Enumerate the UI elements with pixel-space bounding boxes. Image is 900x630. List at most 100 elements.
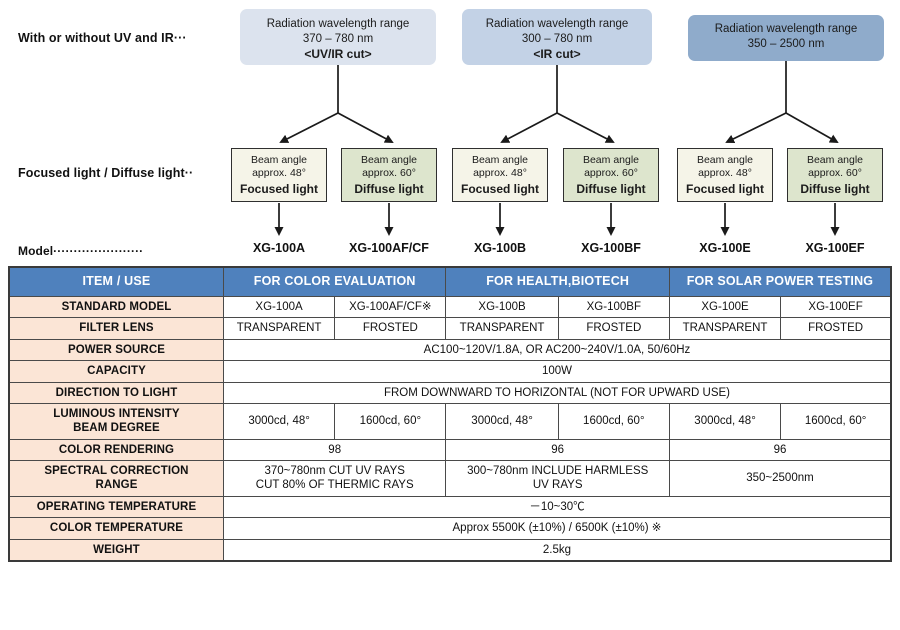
wavelength-box-title: Radiation wavelength range	[714, 23, 858, 35]
table-row-filter-lens: FILTER LENS TRANSPARENT FROSTED TRANSPAR…	[8, 317, 892, 340]
cell-color-temperature: Approx 5500K (±10%) / 6500K (±10%) ※	[222, 517, 892, 540]
header-item-use: ITEM / USE	[8, 266, 224, 297]
cell-capacity: 100W	[222, 360, 892, 383]
cell-luminous-1: 3000cd, 48°	[222, 402, 336, 440]
wavelength-box-title: Radiation wavelength range	[485, 18, 629, 30]
rowhead-line2: BEAM DEGREE	[73, 422, 160, 435]
cell-spectral-1-line2: CUT 80% OF THERMIC RAYS	[255, 479, 414, 492]
cell-spectral-1: 370~780nm CUT UV RAYS CUT 80% OF THERMIC…	[222, 460, 447, 497]
cell-operating-temperature: －10~30℃	[222, 495, 892, 519]
cell-luminous-4: 1600cd, 60°	[557, 402, 670, 440]
cell-weight: 2.5kg	[222, 538, 892, 562]
rowhead-line1: LUMINOUS INTENSITY	[53, 407, 180, 420]
beam-box-diffuse-2: Beam angle approx. 60° Diffuse light	[563, 148, 659, 202]
beam-angle-label: Beam angle	[696, 154, 754, 166]
cell-filter-lens-3: TRANSPARENT	[445, 317, 559, 340]
cell-standard-model-2: XG-100AF/CF※	[334, 295, 447, 319]
specification-table: ITEM / USE FOR COLOR EVALUATION FOR HEAL…	[8, 266, 892, 562]
cell-spectral-2-line2: UV RAYS	[532, 479, 583, 492]
header-group-health-biotech: FOR HEALTH,BIOTECH	[445, 266, 670, 297]
wavelength-box-ir-cut: Radiation wavelength range 300 – 780 nm …	[462, 9, 652, 65]
wavelength-box-title: Radiation wavelength range	[266, 18, 410, 30]
wavelength-box-uv-ir-cut: Radiation wavelength range 370 – 780 nm …	[240, 9, 436, 65]
beam-angle-label: Beam angle	[471, 154, 529, 166]
row-label-focused-diffuse: Focused light / Diffuse light··	[18, 166, 194, 180]
rowhead-spectral-correction: SPECTRAL CORRECTION RANGE	[8, 460, 224, 497]
rowhead-color-rendering: COLOR RENDERING	[8, 438, 224, 462]
cell-spectral-1-line1: 370~780nm CUT UV RAYS	[264, 465, 405, 477]
cell-luminous-3: 3000cd, 48°	[445, 402, 559, 440]
rowhead-standard-model: STANDARD MODEL	[8, 295, 224, 319]
beam-angle-value: approx. 60°	[808, 167, 862, 180]
specification-table-container: ITEM / USE FOR COLOR EVALUATION FOR HEAL…	[8, 266, 892, 562]
beam-angle-label: Beam angle	[250, 154, 308, 166]
cell-standard-model-3: XG-100B	[445, 295, 559, 319]
cell-spectral-2-line1: 300~780nm INCLUDE HARMLESS	[467, 465, 649, 477]
rowhead-luminous-intensity: LUMINOUS INTENSITY BEAM DEGREE	[8, 402, 224, 440]
cell-color-rendering-3: 96	[668, 438, 892, 462]
cell-spectral-3: 350~2500nm	[668, 460, 892, 497]
product-tree-diagram: With or without UV and IR··· Focused lig…	[0, 0, 900, 265]
table-row-capacity: CAPACITY 100W	[8, 360, 892, 383]
rowhead-color-temperature: COLOR TEMPERATURE	[8, 517, 224, 540]
cell-power-source: AC100~120V/1.8A, OR AC200~240V/1.0A, 50/…	[222, 338, 892, 362]
table-row-direction-to-light: DIRECTION TO LIGHT FROM DOWNWARD TO HORI…	[8, 381, 892, 404]
beam-angle-value: approx. 48°	[473, 167, 527, 180]
cell-color-rendering-1: 98	[222, 438, 447, 462]
cell-filter-lens-4: FROSTED	[557, 317, 670, 340]
beam-type: Diffuse light	[576, 181, 646, 196]
beam-angle-value: approx. 60°	[362, 167, 416, 180]
cell-color-rendering-2: 96	[445, 438, 670, 462]
rowhead-line2: RANGE	[95, 479, 138, 492]
beam-angle-value: approx. 60°	[584, 167, 638, 180]
wavelength-box-range: 370 – 780 nm	[302, 33, 374, 46]
beam-type: Diffuse light	[800, 181, 870, 196]
header-group-solar-power: FOR SOLAR POWER TESTING	[668, 266, 892, 297]
row-label-uv-ir: With or without UV and IR···	[18, 31, 187, 45]
model-name-5: XG-100E	[699, 241, 751, 255]
cell-spectral-2: 300~780nm INCLUDE HARMLESS UV RAYS	[445, 460, 670, 497]
model-name-3: XG-100B	[473, 241, 527, 255]
cell-filter-lens-6: FROSTED	[780, 317, 892, 340]
table-row-luminous-intensity: LUMINOUS INTENSITY BEAM DEGREE 3000cd, 4…	[8, 402, 892, 440]
rowhead-capacity: CAPACITY	[8, 360, 224, 383]
cell-standard-model-1: XG-100A	[222, 295, 336, 319]
beam-box-focused-3: Beam angle approx. 48° Focused light	[677, 148, 773, 202]
cell-luminous-5: 3000cd, 48°	[668, 402, 782, 440]
beam-box-focused-2: Beam angle approx. 48° Focused light	[452, 148, 548, 202]
wavelength-box-range: 350 – 2500 nm	[747, 38, 825, 51]
wavelength-box-cut: <UV/IR cut>	[304, 47, 372, 62]
table-row-operating-temperature: OPERATING TEMPERATURE －10~30℃	[8, 495, 892, 519]
wavelength-box-cut: <IR cut>	[533, 47, 581, 62]
rowhead-direction-to-light: DIRECTION TO LIGHT	[8, 381, 224, 404]
cell-luminous-6: 1600cd, 60°	[780, 402, 892, 440]
rowhead-line1: SPECTRAL CORRECTION	[44, 465, 189, 477]
table-row-color-temperature: COLOR TEMPERATURE Approx 5500K (±10%) / …	[8, 517, 892, 540]
model-name-4: XG-100BF	[581, 241, 641, 255]
rowhead-power-source: POWER SOURCE	[8, 338, 224, 362]
beam-type: Focused light	[240, 181, 318, 196]
beam-type: Diffuse light	[354, 181, 424, 196]
rowhead-operating-temperature: OPERATING TEMPERATURE	[8, 495, 224, 519]
beam-box-diffuse-3: Beam angle approx. 60° Diffuse light	[787, 148, 883, 202]
wavelength-box-full-spectrum: Radiation wavelength range 350 – 2500 nm	[688, 15, 884, 61]
cell-filter-lens-1: TRANSPARENT	[222, 317, 336, 340]
beam-angle-value: approx. 48°	[252, 167, 306, 180]
cell-filter-lens-5: TRANSPARENT	[668, 317, 782, 340]
table-header-row: ITEM / USE FOR COLOR EVALUATION FOR HEAL…	[8, 266, 892, 297]
cell-direction-to-light: FROM DOWNWARD TO HORIZONTAL (NOT FOR UPW…	[222, 381, 892, 404]
rowhead-weight: WEIGHT	[8, 538, 224, 562]
beam-type: Focused light	[686, 181, 764, 196]
rowhead-filter-lens: FILTER LENS	[8, 317, 224, 340]
cell-standard-model-5: XG-100E	[668, 295, 782, 319]
beam-angle-label: Beam angle	[806, 154, 864, 166]
table-row-spectral-correction: SPECTRAL CORRECTION RANGE 370~780nm CUT …	[8, 460, 892, 497]
table-row-color-rendering: COLOR RENDERING 98 96 96	[8, 438, 892, 462]
row-label-model: Model······················	[18, 244, 144, 258]
cell-standard-model-6: XG-100EF	[780, 295, 892, 319]
table-row-standard-model: STANDARD MODEL XG-100A XG-100AF/CF※ XG-1…	[8, 295, 892, 319]
beam-box-focused-1: Beam angle approx. 48° Focused light	[231, 148, 327, 202]
model-name-2: XG-100AF/CF	[349, 241, 429, 255]
beam-type: Focused light	[461, 181, 539, 196]
model-name-6: XG-100EF	[805, 241, 865, 255]
